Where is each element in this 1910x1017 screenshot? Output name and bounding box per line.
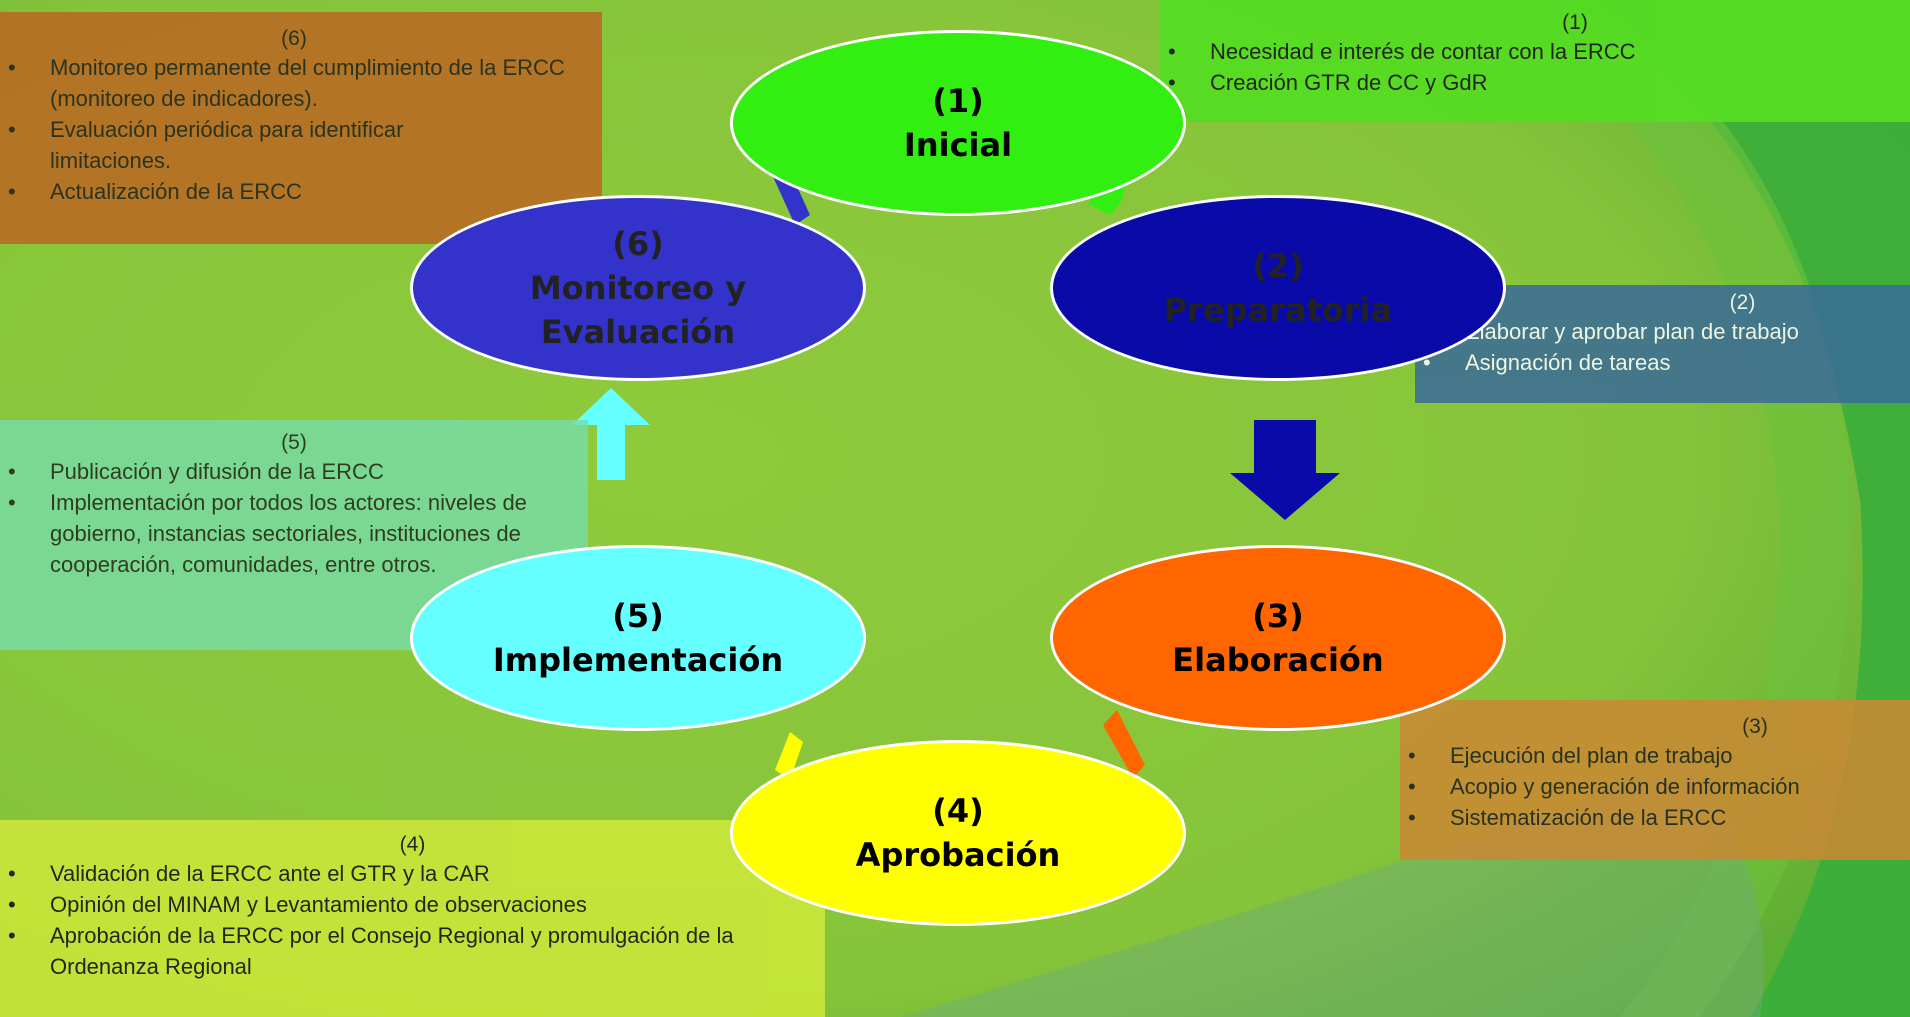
note-5-item: Publicación y difusión de la ERCC [0,456,588,487]
stage-6-monitoreo: (6) Monitoreo y Evaluación [410,195,866,381]
note-stage-4: (4) Validación de la ERCC ante el GTR y … [0,820,825,1017]
stage-4-aprobacion: (4) Aprobación [730,740,1186,926]
note-1-item: Creación GTR de CC y GdR [1160,67,1910,98]
note-3-list: Ejecución del plan de trabajo Acopio y g… [1400,740,1910,833]
stage-2-number: (2) [1252,247,1304,285]
stage-5-number: (5) [612,597,664,635]
note-4-number: (4) [399,833,426,856]
note-stage-1: (1) Necesidad e interés de contar con la… [1160,0,1910,122]
note-2-item: Asignación de tareas [1415,347,1910,378]
stage-4-title: Aprobación [855,836,1061,874]
note-stage-3: (3) Ejecución del plan de trabajo Acopio… [1400,700,1910,860]
stage-5-implementacion: (5) Implementación [410,545,866,731]
note-6-item: Monitoreo permanente del cumplimiento de… [0,52,602,114]
note-4-item: Validación de la ERCC ante el GTR y la C… [0,858,825,889]
arrow-3-to-4 [1103,710,1145,778]
note-4-item: Aprobación de la ERCC por el Consejo Reg… [0,920,825,982]
note-6-item: Evaluación periódica para identificar li… [0,114,602,176]
stage-1-title: Inicial [903,126,1013,164]
note-3-item: Sistematización de la ERCC [1400,802,1910,833]
stage-3-number: (3) [1252,597,1304,635]
arrow-5-to-6 [572,388,650,480]
note-3-number: (3) [1742,715,1768,738]
stage-3-title: Elaboración [1172,641,1384,679]
note-4-item: Opinión del MINAM y Levantamiento de obs… [0,889,825,920]
note-4-list: Validación de la ERCC ante el GTR y la C… [0,858,825,982]
note-2-number: (2) [1729,291,1756,314]
note-5-number: (5) [281,431,307,454]
arrow-2-to-3 [1230,420,1340,520]
stage-5-title: Implementación [492,641,784,679]
right-green-swoosh [1560,0,1910,1017]
stage-4-number: (4) [932,792,984,830]
note-3-item: Ejecución del plan de trabajo [1400,740,1910,771]
note-5-list: Publicación y difusión de la ERCC Implem… [0,456,588,580]
note-3-item: Acopio y generación de información [1400,771,1910,802]
note-2-list: Elaborar y aprobar plan de trabajo Asign… [1415,316,1910,378]
stage-6-number: (6) [612,225,664,263]
note-1-list: Necesidad e interés de contar con la ERC… [1160,36,1910,98]
stage-2-title: Preparatoria [1163,291,1393,329]
stage-2-preparatoria: (2) Preparatoria [1050,195,1506,381]
note-6-list: Monitoreo permanente del cumplimiento de… [0,52,602,207]
stage-3-elaboracion: (3) Elaboración [1050,545,1506,731]
stage-6-title-line2: Evaluación [540,313,736,351]
note-2-item: Elaborar y aprobar plan de trabajo [1415,316,1910,347]
note-6-item: Actualización de la ERCC [0,176,602,207]
note-5-item: Implementación por todos los actores: ni… [0,487,588,580]
arrow-4-to-5 [775,732,803,780]
stage-6-title-line1: Monitoreo y [529,269,747,307]
note-1-item: Necesidad e interés de contar con la ERC… [1160,36,1910,67]
stage-1-number: (1) [932,82,984,120]
stage-1-inicial: (1) Inicial [730,30,1186,216]
note-6-number: (6) [281,27,307,50]
note-1-number: (1) [1562,11,1588,34]
note-stage-6: (6) Monitoreo permanente del cumplimient… [0,12,602,244]
